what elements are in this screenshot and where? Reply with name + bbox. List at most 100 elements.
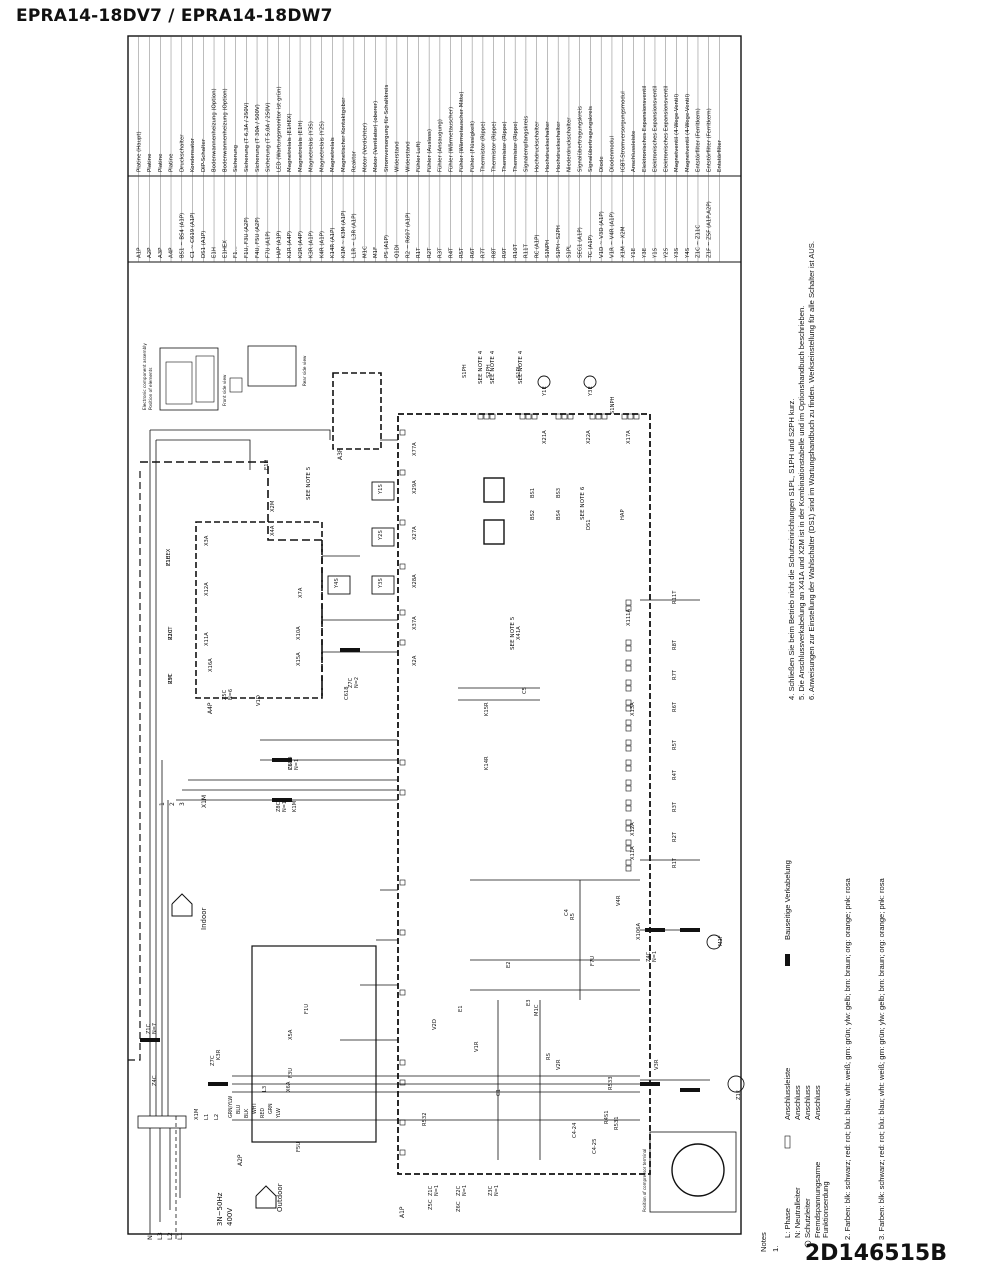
parts-code: Y1S	[653, 247, 659, 259]
component-ref: BS1	[530, 488, 536, 498]
parts-code: PS (A1P)	[384, 235, 390, 258]
parts-code: R1T	[416, 247, 422, 258]
component-ref: Z4C	[152, 1075, 158, 1086]
component-ref: L3	[262, 1086, 268, 1092]
parts-code: Y1E	[631, 247, 637, 259]
power-supply-voltage: 400V	[226, 1208, 234, 1226]
component-ref: C5	[522, 687, 528, 694]
component-ref: BS2	[530, 510, 536, 520]
power-terminal-label: L3	[156, 1232, 164, 1240]
component-ref: F1U	[304, 1004, 310, 1014]
parts-description: Elektronisches Expansionsventil	[653, 86, 659, 172]
component-ref: V4R	[616, 895, 622, 906]
component-ref: X2A	[412, 655, 418, 666]
component-ref: Y2S	[378, 530, 384, 541]
component-ref: RS	[546, 1053, 552, 1060]
parts-description: Diode	[599, 156, 605, 172]
legend-terminal-strip: Anschlussleiste	[783, 1068, 792, 1120]
parts-code: R10T	[513, 243, 519, 258]
component-ref: F7U	[590, 956, 596, 966]
parts-code: F1U, F3U (A2P)	[244, 217, 250, 258]
parts-code: S1PH~S2PH	[556, 225, 562, 258]
component-ref: R533	[608, 1076, 614, 1090]
parts-code: Y3E	[642, 247, 648, 259]
power-terminal-label: L1	[176, 1232, 184, 1240]
house-icon-outdoor	[255, 1185, 277, 1209]
component-ref: HAP	[620, 509, 626, 520]
parts-description: Fühler Luft)	[416, 141, 422, 172]
parts-description: Widerstand	[395, 141, 401, 172]
parts-code: K14R (A1P)	[330, 228, 336, 258]
ferrite-label: N=1	[462, 1185, 468, 1196]
parts-code: V1D ~ V3D (A1P)	[599, 211, 605, 258]
parts-code: K2R (A4P)	[298, 231, 304, 258]
parts-description: Elektronisches Expansionsventil	[642, 86, 648, 172]
component-ref: X17A	[626, 430, 632, 444]
parts-code: Q1DI	[395, 244, 401, 258]
component-ref: R10T	[168, 626, 174, 640]
component-ref: K3R	[216, 1049, 222, 1060]
parts-description: Magnetventil (4-Wege-Ventil)	[674, 94, 680, 172]
component-ref: BS3	[556, 488, 562, 498]
parts-description: Thermistor (Rippe)	[513, 121, 519, 173]
wire-color-label: BLK	[244, 1108, 250, 1118]
parts-description: Bodenwannenheizung (Option)	[212, 88, 218, 172]
parts-description: Reaktor	[352, 150, 358, 172]
component-ref: E3	[526, 999, 532, 1006]
component-ref: Y3E	[588, 386, 594, 397]
house-icon-indoor	[171, 893, 193, 917]
component-ref: Y1E	[542, 386, 548, 397]
parts-description: LED (Wartungsmonitor ist grün)	[276, 86, 282, 172]
ferrite-label: Z8C	[276, 801, 282, 812]
x1m-terminal: 2	[169, 802, 176, 806]
parts-code: R7T	[481, 247, 487, 258]
parts-code: DS1 (A1P)	[201, 231, 207, 258]
parts-code: R5T	[459, 247, 465, 258]
dashed-boundary	[140, 461, 323, 700]
ferrite-label: N=1	[294, 759, 300, 770]
component-ref: Z1C	[166, 555, 172, 566]
ferrite-label: Z3C	[488, 1185, 494, 1196]
component-ref: X16A	[208, 658, 214, 672]
see-note-5: SEE NOTE 5	[510, 616, 516, 650]
parts-code: R6T	[470, 247, 476, 258]
parts-description: Widerstand	[405, 141, 411, 172]
power-input-terminals	[137, 1115, 187, 1234]
component-ref: C618	[344, 686, 350, 700]
parts-description: Platine	[158, 153, 164, 172]
component-ref: X22A	[586, 430, 592, 444]
parts-description: Fühler (Auslass)	[427, 129, 433, 172]
component-ref: V1D	[256, 695, 262, 706]
parts-description: Bodenwannenheizung (Option)	[222, 88, 228, 172]
assembly-caption: Electronic component assembly	[142, 343, 147, 410]
board-label-a2p: A2P	[237, 1154, 244, 1166]
component-ref: V3R	[654, 1059, 660, 1070]
see-note-4: SEE NOTE 4	[490, 350, 496, 384]
component-ref: X11A	[630, 846, 636, 860]
component-ref: K15R	[484, 702, 490, 716]
ferrite-label: Z1C	[146, 1023, 152, 1034]
component-ref: X13A	[630, 702, 636, 716]
see-note-4: SEE NOTE 4	[478, 350, 484, 384]
parts-description: Fühler (Ansaugung)	[438, 119, 444, 172]
component-ref: R5T	[672, 739, 678, 750]
front-view-label: Front side view	[222, 374, 227, 406]
component-ref: C619	[288, 756, 294, 770]
component-ref: F5U	[296, 1142, 302, 1152]
power-wires	[149, 429, 710, 1240]
component-ref: C4	[564, 908, 570, 916]
dashed-boundary-lower	[128, 470, 141, 1061]
component-ref: R11T	[672, 590, 678, 604]
component-ref: R531	[614, 1116, 620, 1130]
parts-code: L1R ~ L3R (A1P)	[352, 213, 358, 258]
component-ref: S1PL	[516, 365, 522, 378]
parts-description: Fühler (Flüssigkeit)	[470, 121, 476, 172]
component-ref: E1HEX	[166, 548, 172, 566]
component-ref: R2T	[672, 831, 678, 842]
parts-description: Magnetrelais (Y3S)	[309, 121, 315, 172]
board-label-a1p: A1P	[399, 1206, 406, 1218]
parts-code: Z1F ~ Z5F (A1P,A2P)	[706, 201, 712, 258]
legend-external: Fremdspannungsarme	[813, 1162, 822, 1238]
power-supply-frequency: 3N~50Hz	[216, 1192, 224, 1226]
